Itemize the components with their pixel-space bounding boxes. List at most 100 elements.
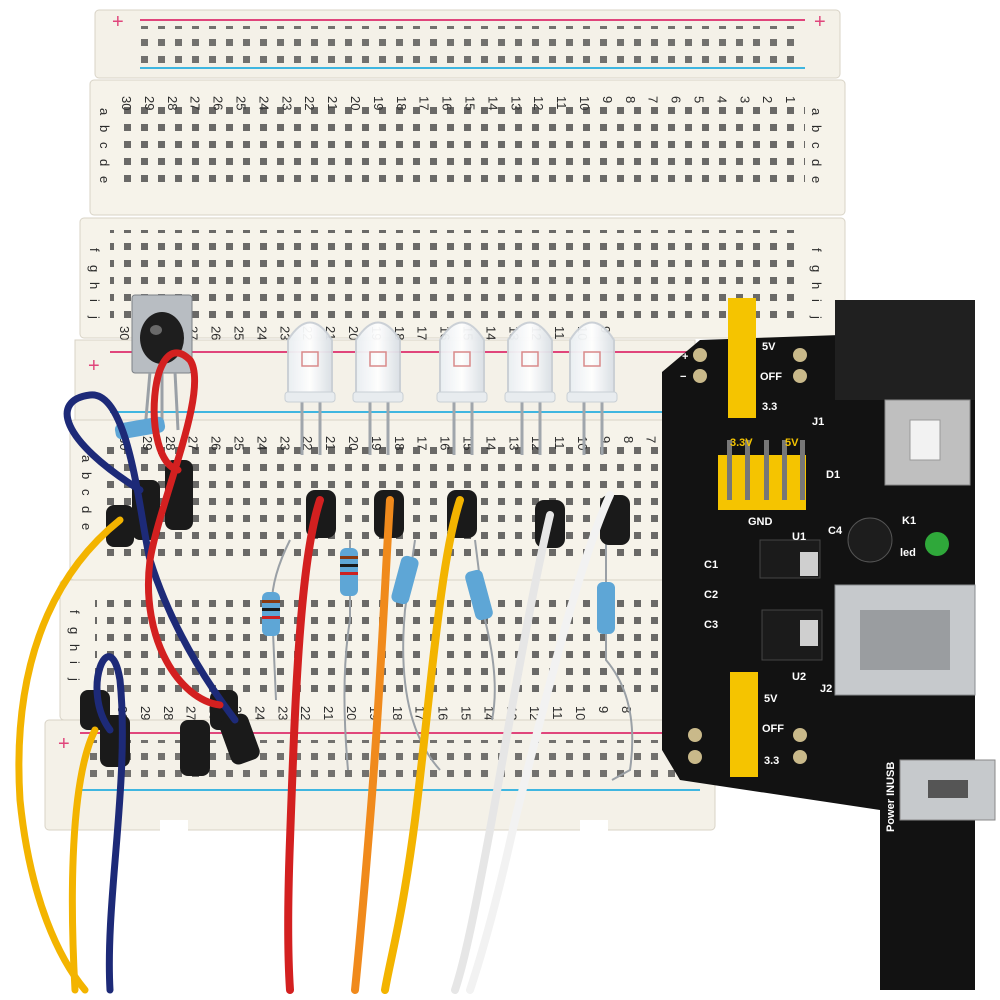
terminal-holes — [115, 100, 805, 185]
column-number: 11 — [550, 706, 565, 720]
column-number: 9 — [598, 436, 613, 443]
resistor — [391, 539, 441, 771]
column-number: 21 — [323, 436, 338, 450]
led-1 — [284, 321, 336, 455]
column-number: 22 — [300, 436, 315, 450]
column-number: 23 — [275, 706, 290, 720]
column-number: 20 — [346, 436, 361, 450]
column-number: 28 — [163, 436, 178, 450]
rail-plus-label: + — [58, 733, 70, 755]
column-number: 24 — [254, 436, 269, 450]
column-number: 23 — [277, 326, 292, 340]
navy-wire — [93, 653, 126, 994]
column-number: 18 — [392, 436, 407, 450]
led-label: led — [900, 547, 916, 559]
led-2 — [352, 321, 404, 455]
column-number: 18 — [390, 706, 405, 720]
gnd-label: GND — [748, 516, 773, 528]
row-letter: f — [87, 248, 102, 252]
power-supply-module: 5V OFF 3.3 3.3V 5V GND J1 D1 C4 K1 led U… — [662, 298, 996, 990]
column-number: 26 — [209, 436, 224, 450]
column-number: 26 — [209, 326, 224, 340]
row-letter: j — [67, 677, 82, 681]
resistor — [340, 540, 358, 771]
column-number: 9 — [596, 706, 611, 713]
column-number: 19 — [369, 436, 384, 450]
row-letter: h — [809, 282, 824, 289]
led-4 — [504, 321, 556, 455]
j2-label: J2 — [820, 683, 832, 695]
column-number: 27 — [186, 436, 201, 450]
white-wire — [451, 511, 554, 994]
row-letter: i — [67, 661, 82, 664]
resistor — [262, 539, 291, 701]
d1-label: D1 — [826, 469, 840, 481]
rail-plus-label: + — [112, 11, 124, 33]
row-letter: f — [67, 610, 82, 614]
resistor — [597, 540, 634, 781]
u1-label: U1 — [792, 531, 806, 543]
rail-holes — [140, 26, 800, 64]
column-number: 27 — [184, 706, 199, 720]
row-letter: g — [809, 265, 824, 272]
led-group — [284, 321, 618, 455]
power-led — [925, 532, 949, 556]
row-letter: a — [97, 108, 112, 116]
row-letter: f — [809, 248, 824, 252]
column-number: 14 — [483, 326, 498, 340]
jumper-top-off-label: OFF — [760, 371, 782, 383]
column-number: 7 — [644, 436, 659, 443]
row-letter: b — [809, 125, 824, 132]
row-letter: d — [97, 159, 112, 166]
column-number: 30 — [117, 326, 132, 340]
column-number: 29 — [138, 706, 153, 720]
red-wire — [284, 496, 324, 994]
column-number: 16 — [438, 436, 453, 450]
column-number: 16 — [436, 706, 451, 720]
power-inusb-label: Power INUSB — [885, 762, 897, 832]
row-letter: a — [79, 455, 94, 463]
column-number: 9 — [600, 96, 615, 103]
column-number: 8 — [619, 706, 634, 713]
column-number: 21 — [321, 706, 336, 720]
column-number: 24 — [254, 326, 269, 340]
yellow-wire — [381, 496, 464, 994]
c2-label: C2 — [704, 589, 718, 601]
column-number: 3 — [737, 96, 752, 103]
column-number: 28 — [161, 706, 176, 720]
column-number: 8 — [621, 436, 636, 443]
rail-plus-label: + — [88, 355, 100, 377]
regulator-u2 — [761, 609, 823, 661]
pcb-plus-label: + — [682, 351, 688, 363]
column-number: 17 — [415, 326, 430, 340]
jumper-bottom-5v-label: 5V — [764, 693, 778, 705]
transistor — [180, 720, 210, 776]
row-letter: j — [87, 315, 102, 319]
row-letter: g — [87, 265, 102, 272]
resistor — [465, 539, 496, 721]
orange-wire — [351, 496, 394, 994]
row-letter: e — [97, 176, 112, 183]
voltage-jumper-top[interactable] — [728, 298, 756, 418]
row-letter: j — [809, 315, 824, 319]
column-number: 14 — [483, 436, 498, 450]
column-number: 15 — [459, 706, 474, 720]
voltage-jumper-bottom[interactable] — [730, 672, 758, 777]
jumper-wires — [15, 349, 614, 994]
row-letter: i — [87, 299, 102, 302]
header-5v-label: 5V — [785, 437, 799, 449]
column-number: 10 — [573, 706, 588, 720]
row-letter: b — [97, 125, 112, 132]
column-number: 8 — [623, 96, 638, 103]
pin-header — [718, 455, 806, 510]
row-letter: b — [79, 472, 94, 479]
dc-barrel-jack — [835, 300, 975, 400]
header-3v3-label: 3.3V — [730, 437, 753, 449]
k1-label: K1 — [902, 515, 916, 527]
jumper-bottom-3v3-label: 3.3 — [764, 755, 779, 767]
row-letter: c — [809, 142, 824, 149]
